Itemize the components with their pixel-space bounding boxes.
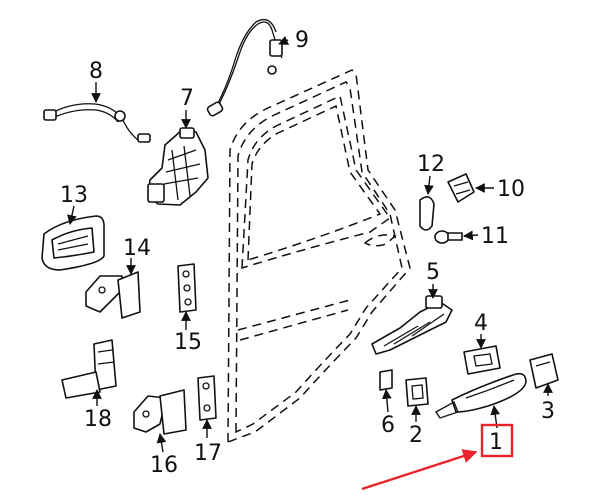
part-1-outer-handle xyxy=(435,372,527,419)
callout-1: 1 xyxy=(489,430,503,455)
part-3-end-cap xyxy=(529,353,559,389)
callout-12: 12 xyxy=(417,152,445,177)
red-pointer-arrow xyxy=(361,449,478,491)
callout-5: 5 xyxy=(426,260,440,285)
part-18-check-arm xyxy=(61,339,117,399)
callout-18: 18 xyxy=(84,407,112,432)
callout-13: 13 xyxy=(60,183,88,208)
part-17-plate xyxy=(197,375,217,421)
callout-16: 16 xyxy=(150,453,178,478)
part-6-clip xyxy=(379,369,393,391)
highlight-box xyxy=(480,423,514,458)
callout-4: 4 xyxy=(474,311,488,336)
part-13-inner-handle xyxy=(41,215,105,271)
callout-11: 11 xyxy=(481,224,509,249)
callout-14: 14 xyxy=(123,236,151,261)
callout-17: 17 xyxy=(194,441,222,466)
part-4-bezel xyxy=(463,345,501,375)
part-16-hinge xyxy=(133,389,187,435)
part-7-latch xyxy=(147,127,209,206)
callout-15: 15 xyxy=(174,330,202,355)
callout-7: 7 xyxy=(180,86,194,111)
part-14-bracket xyxy=(85,271,141,319)
callout-3: 3 xyxy=(541,399,555,424)
callout-labels: 8 9 7 13 14 15 18 16 17 12 10 11 5 4 3 2… xyxy=(60,28,555,478)
part-9-cable xyxy=(206,18,283,117)
part-2-gasket xyxy=(405,377,429,407)
callout-6: 6 xyxy=(381,413,395,438)
part-5-handle-frame xyxy=(371,295,453,355)
part-11-screw xyxy=(434,230,463,244)
door-outline xyxy=(227,69,411,444)
part-10-striker xyxy=(447,173,475,203)
callout-2: 2 xyxy=(409,423,423,448)
callout-1-highlighted: 1 xyxy=(480,423,514,458)
part-12-cap xyxy=(419,196,435,231)
part-15-plate xyxy=(177,263,197,313)
part-8-cable xyxy=(43,103,151,143)
callout-10: 10 xyxy=(497,177,525,202)
callout-8: 8 xyxy=(89,59,103,84)
callout-9: 9 xyxy=(295,28,309,53)
